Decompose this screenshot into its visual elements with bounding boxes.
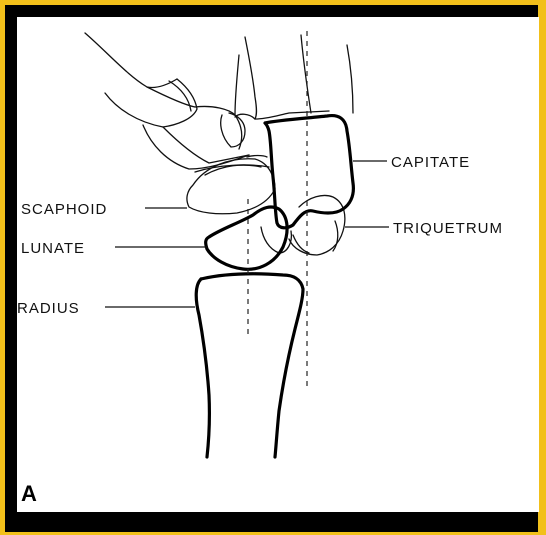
figure-canvas: CAPITATE SCAPHOID TRIQUETRUM LUNATE RADI… xyxy=(17,17,539,512)
scaphoid-outline xyxy=(187,159,275,214)
label-scaphoid: SCAPHOID xyxy=(21,201,107,218)
panel-letter: A xyxy=(21,481,37,506)
figure-panel: CAPITATE SCAPHOID TRIQUETRUM LUNATE RADI… xyxy=(5,5,538,532)
wrist-diagram: CAPITATE SCAPHOID TRIQUETRUM LUNATE RADI… xyxy=(17,17,539,512)
label-triquetrum: TRIQUETRUM xyxy=(393,220,503,237)
label-radius: RADIUS xyxy=(17,300,80,317)
label-lunate: LUNATE xyxy=(21,240,85,257)
metacarpal-outlines xyxy=(85,33,353,172)
radius-outline xyxy=(196,274,303,457)
capitate-outline xyxy=(265,116,353,228)
label-leaders xyxy=(105,161,389,307)
label-capitate: CAPITATE xyxy=(391,154,470,171)
